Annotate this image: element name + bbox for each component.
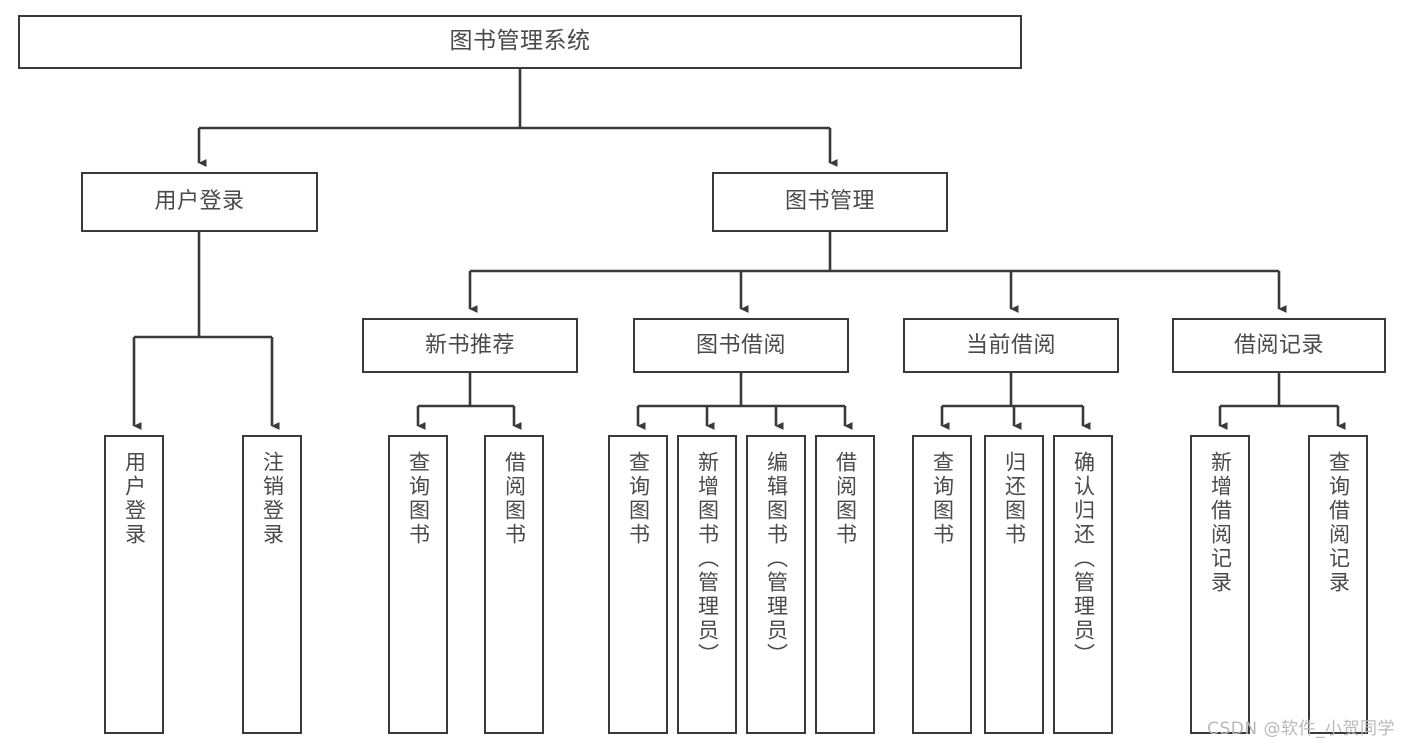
node-leaf-confirm-return-label: 确认归还（管理员） [1071, 451, 1096, 667]
node-leaf-edit-book[interactable]: 编辑图书（管理员） [746, 435, 806, 734]
node-leaf-query-book-3[interactable]: 查询图书 [912, 435, 972, 734]
node-leaf-query-book-3-label: 查询图书 [930, 451, 955, 547]
node-root-label: 图书管理系统 [449, 28, 591, 55]
node-leaf-query-record-label: 查询借阅记录 [1326, 451, 1351, 595]
node-leaf-borrow-book-2-label: 借阅图书 [833, 451, 858, 547]
node-root[interactable]: 图书管理系统 [18, 15, 1022, 69]
node-borrow-record-label: 借阅记录 [1233, 332, 1324, 358]
node-current-borrow-label: 当前借阅 [965, 332, 1056, 358]
node-borrow-record[interactable]: 借阅记录 [1172, 318, 1386, 373]
node-leaf-query-book-1[interactable]: 查询图书 [388, 435, 448, 734]
node-book-manage-label: 图书管理 [784, 189, 875, 215]
node-leaf-query-book-1-label: 查询图书 [406, 451, 431, 547]
node-leaf-add-book-label: 新增图书（管理员） [695, 451, 720, 667]
node-leaf-add-book[interactable]: 新增图书（管理员） [677, 435, 737, 734]
node-leaf-user-logout-label: 注销登录 [260, 451, 285, 547]
node-new-book-recommend-label: 新书推荐 [424, 332, 515, 358]
node-user-login-label: 用户登录 [154, 189, 245, 215]
node-leaf-add-record-label: 新增借阅记录 [1208, 451, 1233, 595]
node-leaf-user-login-label: 用户登录 [122, 451, 147, 547]
node-leaf-return-book[interactable]: 归还图书 [984, 435, 1044, 734]
node-user-login[interactable]: 用户登录 [81, 172, 318, 232]
node-leaf-add-record[interactable]: 新增借阅记录 [1190, 435, 1250, 734]
node-leaf-borrow-book-1[interactable]: 借阅图书 [484, 435, 544, 734]
node-leaf-borrow-book-1-label: 借阅图书 [502, 451, 527, 547]
node-leaf-query-book-2-label: 查询图书 [626, 451, 651, 547]
node-leaf-borrow-book-2[interactable]: 借阅图书 [815, 435, 875, 734]
node-book-borrow-label: 图书借阅 [695, 332, 786, 358]
node-book-manage[interactable]: 图书管理 [712, 172, 948, 232]
node-book-borrow[interactable]: 图书借阅 [633, 318, 849, 373]
node-leaf-query-record[interactable]: 查询借阅记录 [1308, 435, 1368, 734]
node-leaf-confirm-return[interactable]: 确认归还（管理员） [1053, 435, 1113, 734]
node-new-book-recommend[interactable]: 新书推荐 [362, 318, 578, 373]
node-leaf-query-book-2[interactable]: 查询图书 [608, 435, 668, 734]
csdn-watermark: CSDN @软件_小贺同学 [1207, 719, 1395, 739]
node-leaf-return-book-label: 归还图书 [1002, 451, 1027, 547]
node-current-borrow[interactable]: 当前借阅 [903, 318, 1119, 373]
node-leaf-user-logout[interactable]: 注销登录 [242, 435, 302, 734]
node-leaf-edit-book-label: 编辑图书（管理员） [764, 451, 789, 667]
node-leaf-user-login[interactable]: 用户登录 [104, 435, 164, 734]
